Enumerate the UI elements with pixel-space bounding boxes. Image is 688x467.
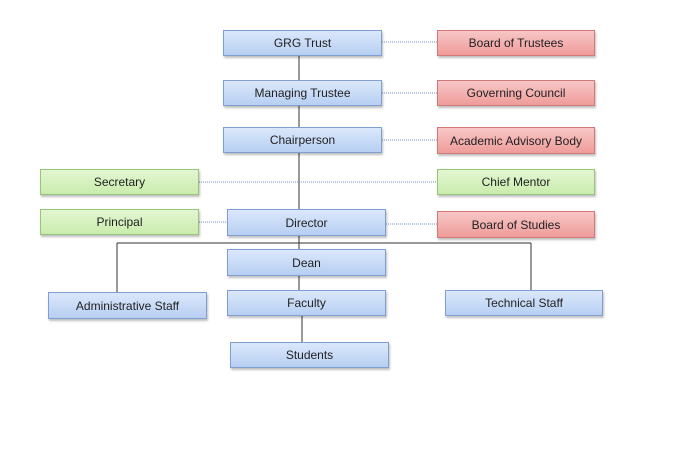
dean-box: Dean xyxy=(227,249,386,276)
students-box: Students xyxy=(230,342,389,368)
administrative-staff-box: Administrative Staff xyxy=(48,292,207,319)
academic-advisory-body-box: Academic Advisory Body xyxy=(437,127,595,154)
chief-mentor-box: Chief Mentor xyxy=(437,169,595,195)
chairperson-box: Chairperson xyxy=(223,127,382,153)
director-box: Director xyxy=(227,209,386,236)
faculty-box: Faculty xyxy=(227,290,386,316)
technical-staff-box: Technical Staff xyxy=(445,290,603,316)
managing-trustee-box: Managing Trustee xyxy=(223,80,382,106)
governing-council-box: Governing Council xyxy=(437,80,595,106)
principal-box: Principal xyxy=(40,209,199,235)
secretary-box: Secretary xyxy=(40,169,199,195)
board-of-trustees-box: Board of Trustees xyxy=(437,30,595,56)
grg-trust-box: GRG Trust xyxy=(223,30,382,56)
board-of-studies-box: Board of Studies xyxy=(437,211,595,238)
